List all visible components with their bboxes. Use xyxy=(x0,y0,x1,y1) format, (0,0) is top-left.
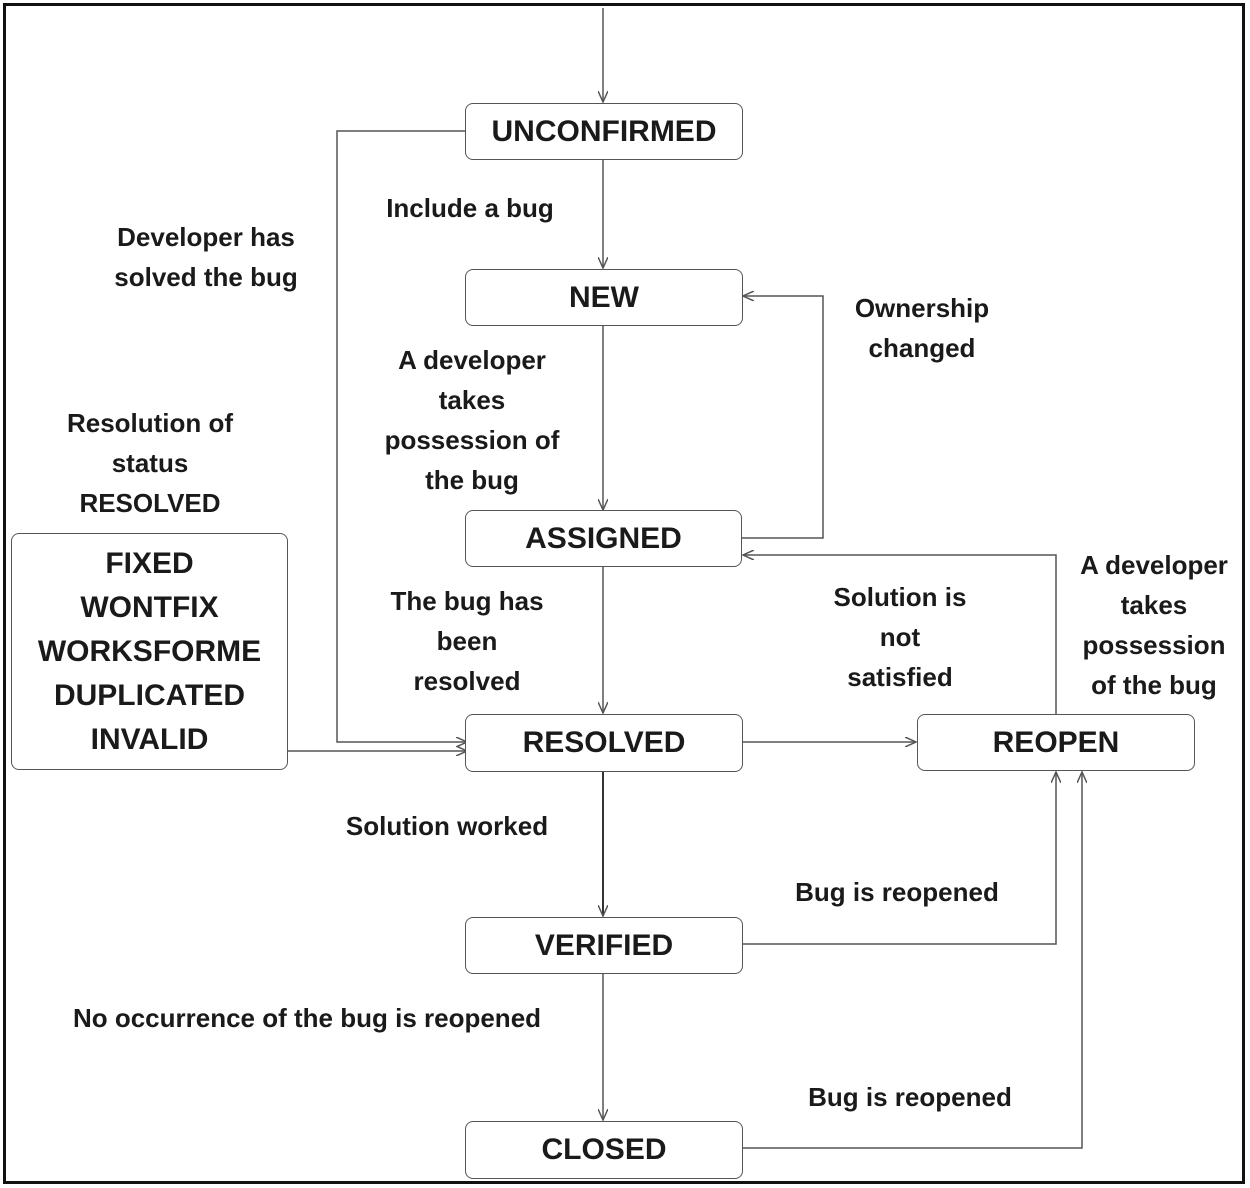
arrow-verified-to-reopen xyxy=(742,772,1056,945)
resolution-value: INVALID xyxy=(90,722,209,756)
arrow-unconfirmed-to-resolved xyxy=(336,130,467,742)
state-closed: CLOSED xyxy=(465,1121,743,1179)
state-unconfirmed: UNCONFIRMED xyxy=(465,103,743,160)
arrow-assigned-to-new xyxy=(742,296,824,539)
state-assigned: ASSIGNED xyxy=(465,510,742,567)
label-bug-reopened-verified: Bug is reopened xyxy=(795,877,999,907)
state-reopen: REOPEN xyxy=(917,714,1195,771)
state-resolved: RESOLVED xyxy=(465,714,743,772)
arrow-closed-to-reopen xyxy=(742,772,1082,1149)
label-no-occurrence: No occurrence of the bug is reopened xyxy=(72,1003,542,1033)
diagram-frame xyxy=(3,3,1245,1184)
arrow-reopen-to-assigned xyxy=(743,555,1057,714)
label-bug-reopened-closed: Bug is reopened xyxy=(808,1082,1012,1112)
resolution-value: FIXED xyxy=(105,546,194,580)
label-include-bug: Include a bug xyxy=(386,193,554,223)
resolution-value: WONTFIX xyxy=(80,590,219,624)
label-developer-takes-possession-reopen: A developer takes possession of the bug xyxy=(1080,550,1228,700)
label-ownership-changed: Ownership changed xyxy=(854,293,990,363)
label-solution-not-satisfied: Solution is not satisfied xyxy=(833,582,967,692)
state-new: NEW xyxy=(465,269,743,326)
resolution-value: DUPLICATED xyxy=(53,678,246,712)
label-solution-worked: Solution worked xyxy=(345,811,549,841)
resolution-value: WORKSFORME xyxy=(37,634,262,668)
label-bug-resolved: The bug has been resolved xyxy=(390,586,544,696)
label-developer-takes-possession: A developer takes possession of the bug xyxy=(384,345,560,495)
label-resolution-status: Resolution of status RESOLVED xyxy=(66,408,234,518)
state-verified: VERIFIED xyxy=(465,917,743,974)
label-developer-solved: Developer has solved the bug xyxy=(114,222,298,292)
resolution-values-box: FIXED WONTFIX WORKSFORME DUPLICATED INVA… xyxy=(11,533,288,770)
